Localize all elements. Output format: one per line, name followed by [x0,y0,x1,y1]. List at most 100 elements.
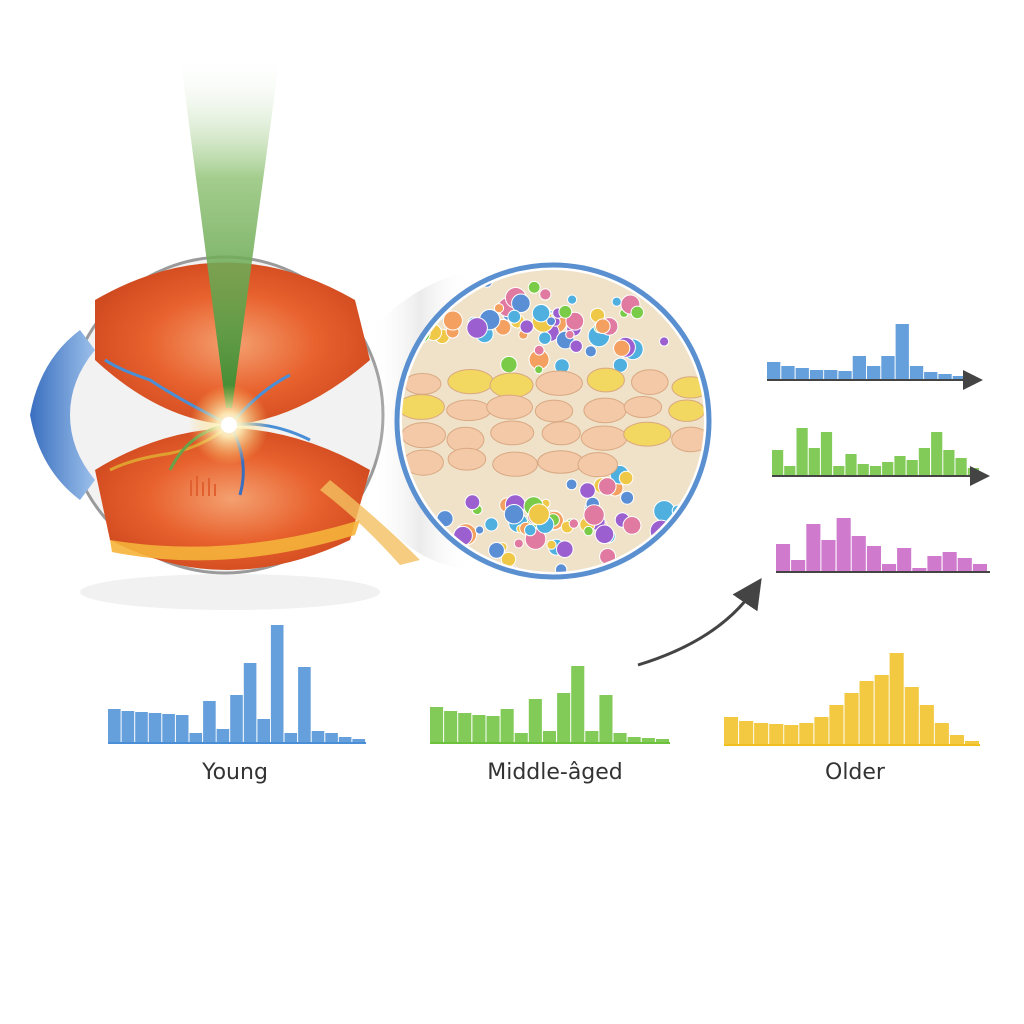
histogram-bar [514,733,528,743]
tissue-cell-elongated [586,367,625,393]
histogram-young [108,625,366,744]
tissue-cell [595,318,611,335]
tissue-cell [519,319,534,334]
histogram-bar [924,372,938,380]
histogram-bar [943,450,955,476]
histogram-bar [189,733,203,743]
tissue-cell [503,504,525,525]
histogram-bar [352,739,365,743]
tissue-cell-elongated [447,447,487,471]
tissue-cell [622,516,642,535]
histogram-small-green [772,428,980,477]
tissue-cell [534,365,544,375]
histogram-bar [767,362,781,380]
histogram-bar [121,711,135,743]
tissue-cell [613,339,631,357]
histogram-bar [838,371,852,380]
histogram-bar [967,468,979,476]
magnified-tissue-view [394,262,712,580]
histogram-bar [927,556,942,572]
histogram-bar [882,462,894,476]
histogram-bar [430,707,444,743]
histogram-bar [972,564,987,572]
tissue-cell [583,504,605,526]
histogram-small-magenta [776,518,988,573]
tissue-cell [611,296,622,307]
label-young: Young [202,760,268,785]
tissue-cell-elongated [577,452,619,478]
histogram-bar [641,738,655,743]
tissue-cell [565,311,585,331]
histogram-bar [298,667,311,743]
histogram-bar [791,560,806,572]
histogram-bar [934,723,949,745]
tissue-cell [527,280,541,294]
tissue-cell-elongated [403,373,442,395]
tissue-cell-elongated [671,426,704,453]
tissue-cell-elongated [492,451,538,477]
histogram-bar [148,713,162,743]
histogram-bar [824,370,838,380]
histogram-bar [894,456,906,476]
histogram-bar [949,735,964,745]
histogram-bar [458,713,472,743]
histogram-bar [444,711,458,743]
histogram-bar [820,432,833,476]
histogram-bar [784,725,799,745]
histogram-bar [784,466,796,476]
tissue-cell [648,280,663,295]
histogram-bar [799,723,814,745]
tissue-cell-elongated [583,397,627,424]
histogram-bar [897,548,912,572]
tissue-cell [528,503,550,526]
tissue-cell [683,512,702,531]
histogram-bar [895,324,909,380]
histogram-bar [203,701,216,743]
tissue-cell [569,339,583,353]
histogram-bar [829,705,844,745]
tissue-cell [630,305,645,320]
tissue-cell-elongated [534,399,574,423]
histogram-bar [955,458,967,476]
tissue-cell [558,304,573,319]
histogram-bar [270,625,284,743]
histogram-bar [175,715,189,743]
curved-arrow [637,578,762,667]
tissue-cell-elongated [489,372,534,399]
tissue-cell [466,317,488,339]
tissue-cell [568,518,579,529]
label-older: Older [825,760,885,785]
tissue-cell-elongated [486,394,534,420]
histogram-bar [230,695,243,743]
histogram-bar [325,733,338,743]
histogram-bar [795,368,809,380]
tissue-cell-elongated [623,396,663,418]
tissue-cell-elongated [402,394,445,420]
label-middle-aged: Middle-âged [487,760,623,785]
histogram-bar [918,448,930,476]
tissue-cell [598,477,617,496]
histogram-bar [904,687,919,745]
tissue-cell-elongated [631,369,669,396]
histogram-bar [585,731,599,743]
histogram-bar [769,724,784,745]
histogram-bar [957,558,972,572]
tissue-cell-elongated [490,420,535,446]
tissue-cell [579,482,596,499]
tissue-cell [493,303,505,314]
histogram-bar [889,653,904,745]
tissue-cell [618,470,634,486]
histogram-bar [919,705,934,745]
histogram-bar [874,675,889,745]
histogram-bar [852,356,866,380]
histogram-bar [931,432,943,476]
histogram-bar [500,709,514,743]
histogram-bar [754,723,769,745]
histogram-bar [859,681,874,745]
histogram-bar [964,741,979,745]
histogram-bar [836,518,851,572]
tissue-cell [567,294,578,305]
histogram-bar [162,714,175,743]
histogram-bar [808,448,820,476]
